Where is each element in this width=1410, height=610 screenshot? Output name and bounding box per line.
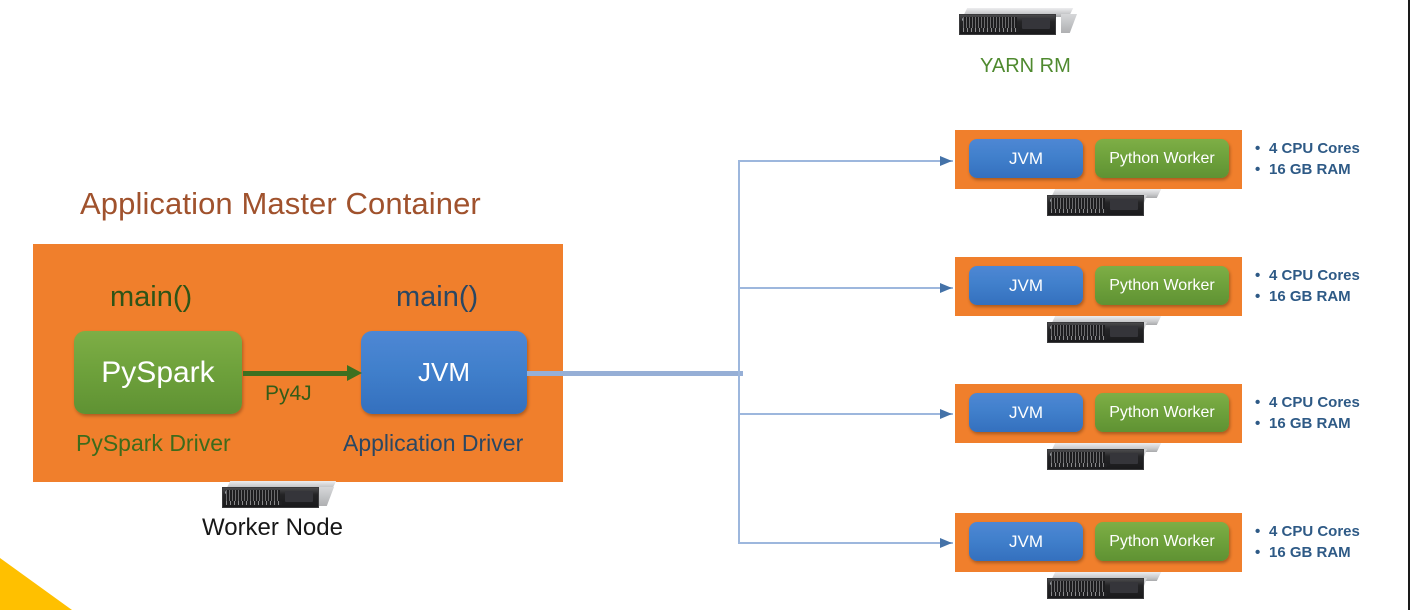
worker-node-caption: Worker Node bbox=[202, 514, 343, 541]
server-panel bbox=[285, 491, 313, 502]
application-driver-caption: Application Driver bbox=[343, 430, 524, 456]
server-vents bbox=[226, 490, 280, 501]
server-side bbox=[1061, 14, 1077, 33]
server-face bbox=[222, 487, 319, 508]
spec-cpu: 4 CPU Cores bbox=[1255, 265, 1360, 286]
server-vents bbox=[1051, 452, 1105, 463]
server-face bbox=[1047, 322, 1144, 343]
server-panel bbox=[1110, 582, 1138, 593]
executor-node-server-icon-4 bbox=[1047, 572, 1162, 599]
server-vents bbox=[1051, 581, 1105, 592]
spec-cpu: 4 CPU Cores bbox=[1255, 392, 1360, 413]
py4j-arrow-line bbox=[243, 371, 349, 376]
executor-specs-4: 4 CPU Cores 16 GB RAM bbox=[1255, 521, 1360, 563]
executor-jvm-box-4[interactable]: JVM bbox=[969, 522, 1083, 561]
corner-accent-triangle bbox=[0, 558, 72, 610]
connector-branch-4 bbox=[738, 542, 953, 544]
yarn-rm-label: YARN RM bbox=[980, 55, 1071, 77]
spec-ram: 16 GB RAM bbox=[1255, 159, 1360, 180]
server-drive-bays bbox=[963, 28, 1019, 32]
connector-branch-1 bbox=[738, 160, 953, 162]
jvm-main-label: main() bbox=[396, 281, 479, 313]
spec-ram: 16 GB RAM bbox=[1255, 286, 1360, 307]
server-vents bbox=[1051, 198, 1105, 209]
yarn-rm-server-icon bbox=[959, 8, 1077, 38]
executor-python-worker-box-4[interactable]: Python Worker bbox=[1095, 522, 1229, 561]
server-face bbox=[959, 14, 1056, 35]
server-face bbox=[1047, 449, 1144, 470]
executor-container-4: JVM Python Worker bbox=[955, 513, 1242, 572]
executor-specs-3: 4 CPU Cores 16 GB RAM bbox=[1255, 392, 1360, 434]
connector-branch-2 bbox=[738, 287, 953, 289]
server-drive-bays bbox=[1051, 209, 1107, 213]
page-title: Application Master Container bbox=[80, 186, 481, 221]
server-vents bbox=[1051, 325, 1105, 336]
executor-python-worker-box-3[interactable]: Python Worker bbox=[1095, 393, 1229, 432]
executor-node-server-icon-2 bbox=[1047, 316, 1162, 343]
py4j-label: Py4J bbox=[265, 382, 312, 405]
server-panel bbox=[1110, 453, 1138, 464]
executor-node-server-icon-1 bbox=[1047, 189, 1162, 216]
executor-specs-2: 4 CPU Cores 16 GB RAM bbox=[1255, 265, 1360, 307]
server-panel bbox=[1110, 199, 1138, 210]
spec-ram: 16 GB RAM bbox=[1255, 413, 1360, 434]
driver-jvm-box[interactable]: JVM bbox=[361, 331, 527, 414]
connector-arrow-head-icon-4 bbox=[940, 538, 952, 548]
executor-container-1: JVM Python Worker bbox=[955, 130, 1242, 189]
pyspark-main-label: main() bbox=[110, 281, 193, 313]
server-drive-bays bbox=[1051, 336, 1107, 340]
executor-jvm-box-1[interactable]: JVM bbox=[969, 139, 1083, 178]
spec-cpu: 4 CPU Cores bbox=[1255, 138, 1360, 159]
executor-node-server-icon-3 bbox=[1047, 443, 1162, 470]
server-drive-bays bbox=[226, 501, 282, 505]
connector-arrow-head-icon-3 bbox=[940, 409, 952, 419]
server-drive-bays bbox=[1051, 463, 1107, 467]
worker-node-server-icon bbox=[222, 481, 337, 511]
server-side bbox=[318, 487, 334, 506]
connector-branch-3 bbox=[738, 413, 953, 415]
server-drive-bays bbox=[1051, 592, 1107, 596]
server-panel bbox=[1110, 326, 1138, 337]
executor-jvm-box-2[interactable]: JVM bbox=[969, 266, 1083, 305]
py4j-arrow-head-icon bbox=[347, 365, 362, 381]
server-vents bbox=[963, 17, 1017, 28]
executor-container-3: JVM Python Worker bbox=[955, 384, 1242, 443]
connector-spine bbox=[738, 160, 740, 543]
server-face bbox=[1047, 195, 1144, 216]
executor-python-worker-box-1[interactable]: Python Worker bbox=[1095, 139, 1229, 178]
server-face bbox=[1047, 578, 1144, 599]
slide-right-border bbox=[1408, 0, 1410, 610]
spec-cpu: 4 CPU Cores bbox=[1255, 521, 1360, 542]
executor-python-worker-box-2[interactable]: Python Worker bbox=[1095, 266, 1229, 305]
pyspark-driver-caption: PySpark Driver bbox=[76, 430, 231, 456]
pyspark-box[interactable]: PySpark bbox=[74, 331, 242, 414]
executor-jvm-box-3[interactable]: JVM bbox=[969, 393, 1083, 432]
connector-arrow-head-icon-1 bbox=[940, 156, 952, 166]
executor-container-2: JVM Python Worker bbox=[955, 257, 1242, 316]
executor-specs-1: 4 CPU Cores 16 GB RAM bbox=[1255, 138, 1360, 180]
server-panel bbox=[1022, 18, 1050, 29]
connector-trunk bbox=[527, 371, 743, 376]
spec-ram: 16 GB RAM bbox=[1255, 542, 1360, 563]
connector-arrow-head-icon-2 bbox=[940, 283, 952, 293]
